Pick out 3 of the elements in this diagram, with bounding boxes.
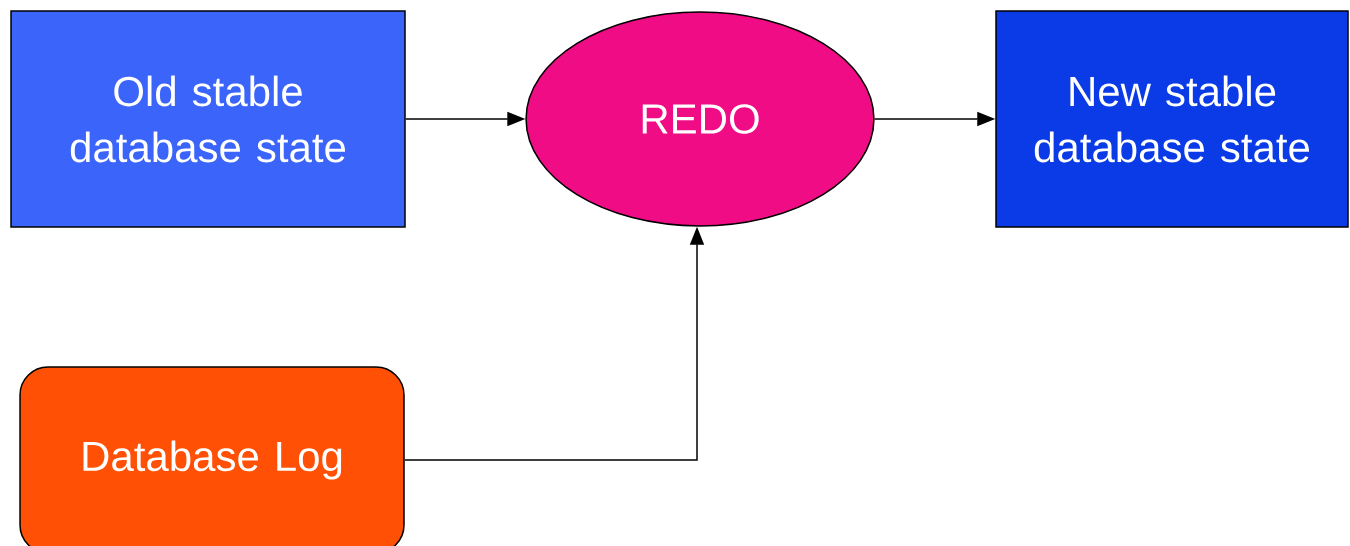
log-box: Database Log <box>19 366 405 546</box>
process-box: New stable database state <box>995 10 1349 228</box>
process-box: Old stable database state <box>10 10 406 228</box>
